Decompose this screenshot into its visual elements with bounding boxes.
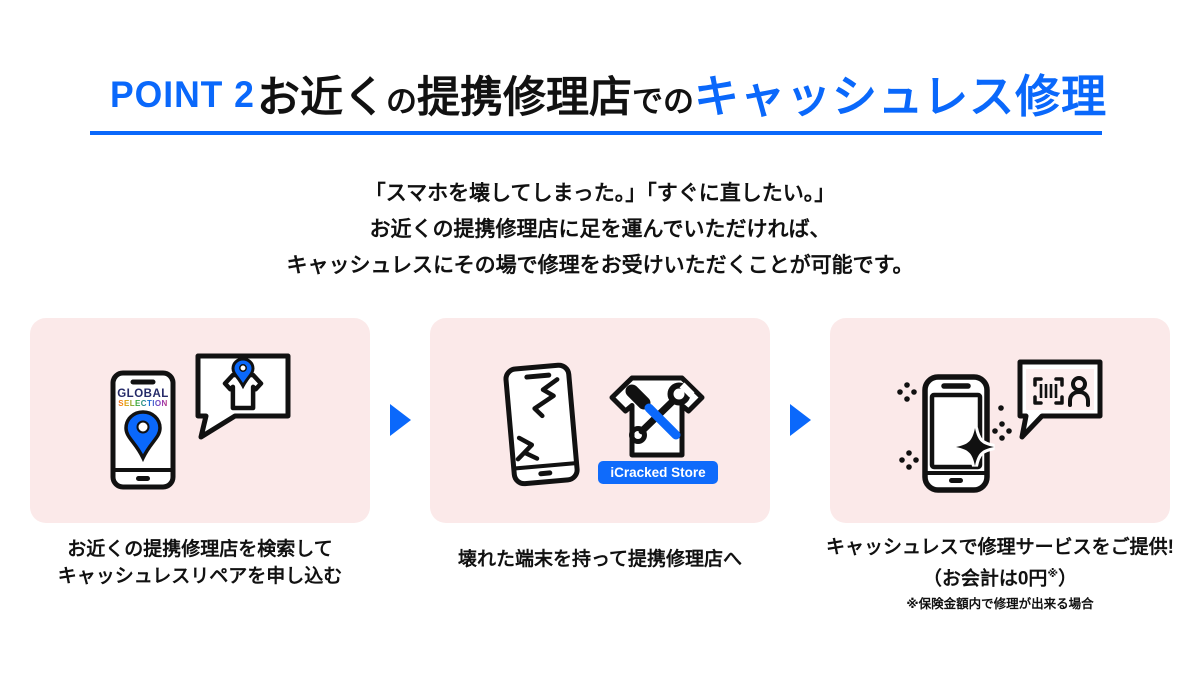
title-black-part: お近く — [257, 74, 386, 122]
title-black-particle: の — [386, 84, 417, 119]
logo-line-1: GLOBAL — [117, 388, 169, 400]
page-title: お近くの提携修理店でのキャッシュレス修理 — [257, 60, 1107, 125]
step-caption-visit: 壊れた端末を持って提携修理店へ — [400, 546, 800, 573]
caption-line: キャッシュレスリペアを申し込む — [57, 566, 343, 587]
repair-store-illustration — [503, 362, 705, 487]
person-icon — [1068, 376, 1090, 407]
crack-line — [532, 377, 560, 419]
speech-bubble-icon — [1017, 359, 1103, 440]
step-card-provide — [830, 318, 1170, 523]
map-pin-icon — [124, 410, 162, 463]
step-caption-provide: キャッシュレスで修理サービスをご提供! （お会計は0円※） ※保険金額内で修理が… — [800, 534, 1200, 612]
step-card-search: GLOBAL SELECTION — [30, 318, 370, 523]
intro-line: キャッシュレスにその場で修理をお受けいただくことが可能です。 — [286, 254, 914, 277]
title-blue-part: キャッシュレス修理 — [694, 71, 1108, 122]
caption-line: （お会計は0円※） — [922, 568, 1078, 590]
asterisk-mark: ※ — [1047, 568, 1059, 580]
map-pin-icon — [231, 357, 255, 390]
store-icon — [222, 372, 264, 411]
global-selection-logo: GLOBAL SELECTION — [112, 388, 174, 408]
title-black-particle: での — [632, 84, 694, 119]
intro-line: お近くの提携修理店に足を運んでいただければ、 — [369, 218, 831, 241]
title-black-part: 提携修理店 — [417, 74, 632, 122]
flow-arrow-icon — [390, 404, 411, 436]
screwdriver-icon — [625, 384, 681, 440]
step-card-visit: iCracked Store — [430, 318, 770, 523]
point-label: POINT 2 — [110, 74, 255, 115]
caption-line: 壊れた端末を持って提携修理店へ — [457, 549, 743, 570]
caption-line: キャッシュレスで修理サービスをご提供! — [826, 537, 1174, 558]
icracked-store-label: iCracked Store — [598, 461, 718, 484]
intro-line: 「スマホを壊してしまった。」「すぐに直したい。」 — [364, 182, 836, 205]
sparkle-dots — [897, 382, 1012, 470]
barcode-scan-icon — [1033, 377, 1064, 405]
search-illustration — [110, 353, 291, 490]
cashless-repair-illustration — [897, 359, 1103, 493]
cracked-phone-icon — [503, 362, 580, 487]
logo-line-2: SELECTION — [112, 399, 174, 408]
clean-phone-icon — [922, 374, 995, 493]
speech-bubble-icon — [195, 353, 291, 440]
intro-paragraph: 「スマホを壊してしまった。」「すぐに直したい。」 お近くの提携修理店に足を運んで… — [0, 176, 1200, 284]
crack-line — [515, 435, 540, 462]
header-underline — [90, 131, 1102, 135]
flow-arrow-icon — [790, 404, 811, 436]
caption-line: お近くの提携修理店を検索して — [67, 539, 333, 560]
repair-store-icon — [609, 375, 705, 458]
step-caption-search: お近くの提携修理店を検索して キャッシュレスリペアを申し込む — [0, 536, 400, 590]
smartphone-icon — [110, 370, 176, 490]
insurance-note: ※保険金額内で修理が出来る場合 — [906, 597, 1094, 612]
sparkle-icon — [955, 427, 995, 467]
